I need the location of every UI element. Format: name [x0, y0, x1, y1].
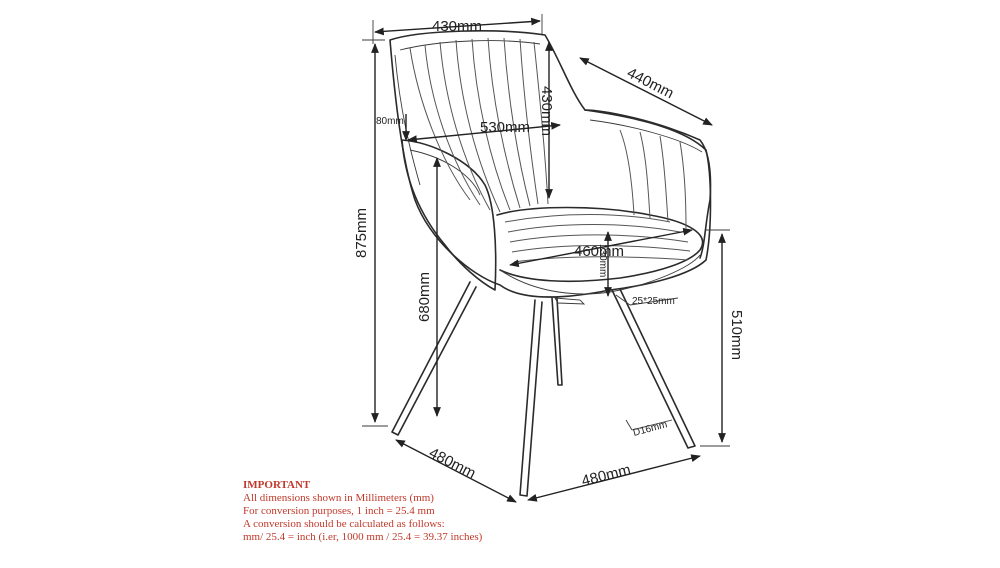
top-width-label: 430mm	[432, 18, 482, 35]
seat-width-label: 460mm	[574, 243, 624, 260]
conversion-note: IMPORTANT All dimensions shown in Millim…	[243, 479, 573, 544]
back-height-label: 430mm	[538, 86, 555, 136]
leg-diameter-label: D16mm	[632, 419, 669, 439]
left-arm	[401, 139, 497, 291]
base-depth-label: 480mm	[426, 444, 478, 482]
base-width-label: 480mm	[580, 461, 633, 490]
seat-thickness-label: 130mm	[597, 244, 608, 277]
leg-section-label: 25*25mm	[632, 296, 675, 307]
note-title: IMPORTANT	[243, 479, 311, 491]
legs	[391, 281, 696, 497]
seat-to-floor-label: 680mm	[416, 272, 433, 322]
note-line: A conversion should be calculated as fol…	[243, 518, 445, 530]
backrest-outline	[389, 30, 712, 298]
arm-depth-label: 440mm	[624, 64, 676, 102]
seat	[496, 206, 704, 283]
arm-span-label: 530mm	[480, 119, 530, 136]
overall-height-label: 875mm	[353, 208, 370, 258]
note-line: All dimensions shown in Millimeters (mm)	[243, 492, 434, 504]
arm-thickness-label: 80mm	[376, 116, 404, 127]
front-to-floor-label: 510mm	[728, 310, 745, 360]
dimension-labels: 430mm 430mm 440mm 80mm 530mm 875mm 680mm…	[353, 18, 745, 490]
dimension-lines	[362, 14, 730, 503]
note-line: For conversion purposes, 1 inch = 25.4 m…	[243, 505, 435, 517]
note-line: mm/ 25.4 = inch (i.er, 1000 mm / 25.4 = …	[243, 531, 483, 543]
